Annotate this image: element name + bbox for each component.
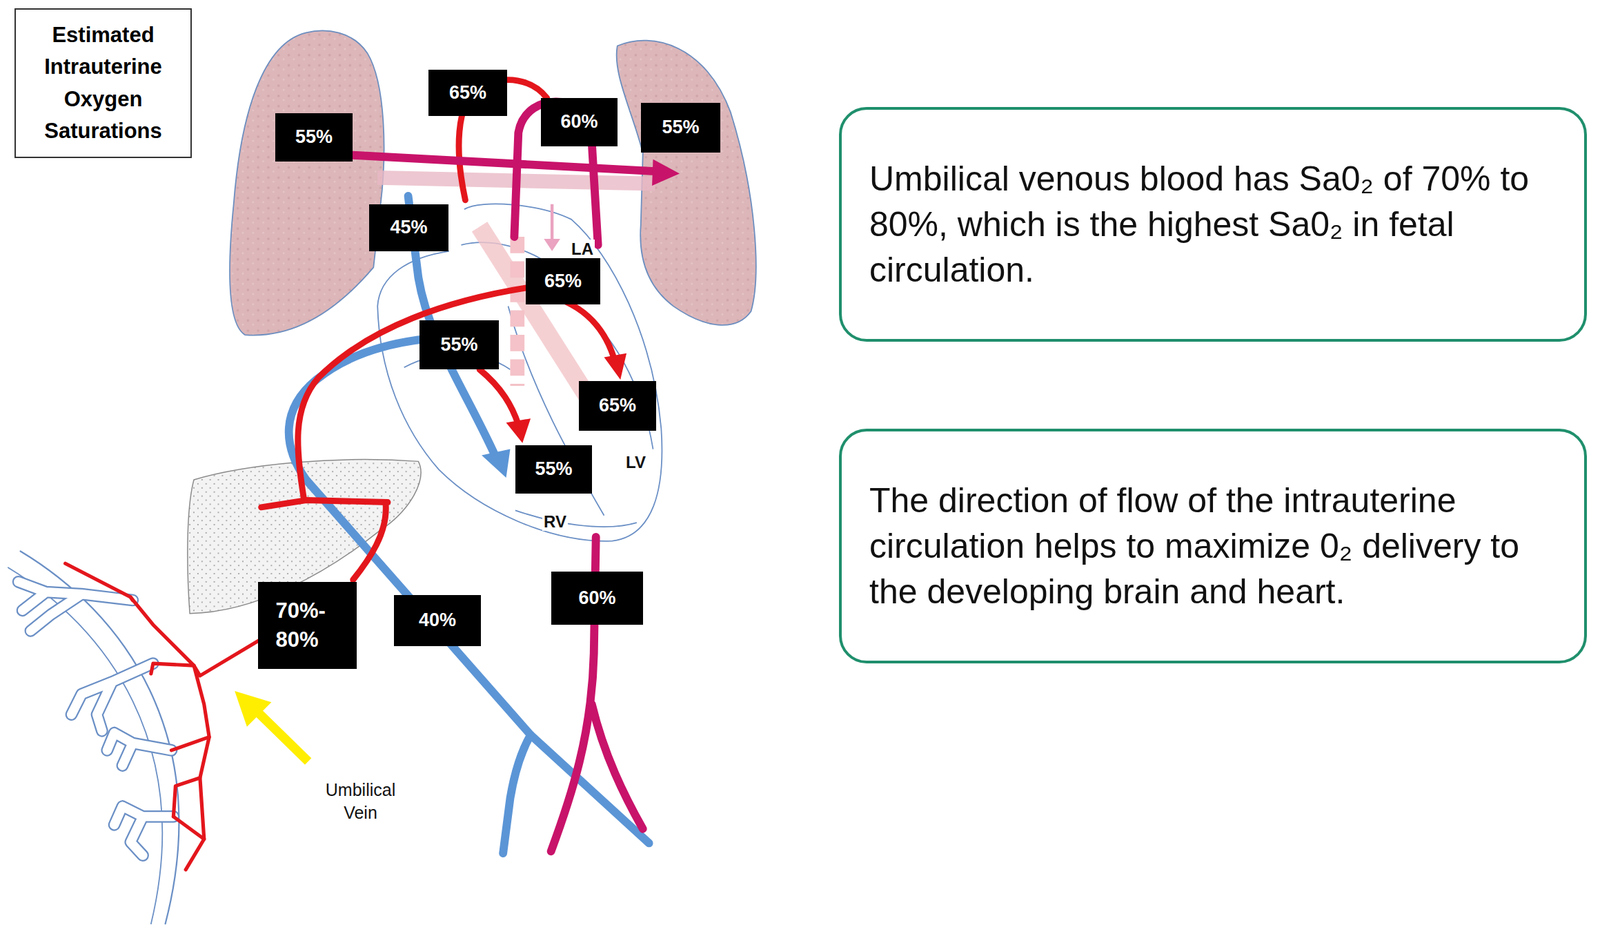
venous-vessels-part [502,734,531,854]
placenta-part-part [173,777,200,817]
saturation-box: 55% [515,445,592,494]
part-label-text: LV [624,452,648,472]
pointer-arrow [234,690,308,762]
placenta-part-part [65,563,210,870]
part-label: LA [569,238,595,260]
saturation-value: 55% [440,333,478,357]
oxygenated-vessels [261,80,627,580]
part-label-text: Umbilical Vein [313,778,408,824]
placenta-part [20,550,180,924]
saturation-value: 45% [389,215,428,240]
saturation-value: 55% [295,125,333,150]
saturation-value: 60% [560,110,598,134]
diagram-title: Estimated Intrauterine Oxygen Saturation… [22,19,184,148]
mixed-vessels-part [353,155,659,172]
lung-shapes-part [229,30,385,335]
saturation-value: 60% [578,586,616,610]
note-box: The direction of flow of the intrauterin… [838,428,1587,664]
saturation-box: 60% [551,571,644,625]
placenta-part-part [193,638,262,676]
saturation-value: 65% [449,81,487,105]
saturation-value: 40% [418,608,457,632]
mixed-vessels [353,101,680,851]
heart-outline [377,203,662,541]
oxygenated-vessels-part [261,500,388,508]
placenta-part-part [71,663,154,731]
placenta-part-part [106,732,172,766]
oxygenated-vessels-part [298,287,527,501]
placenta-part-part [71,663,154,731]
part-label-text: RV [542,511,568,531]
saturation-box: 55% [275,113,353,162]
part-label-text: LA [569,239,595,259]
placenta-part-part [106,732,172,766]
shunt-streams-part [543,238,561,252]
saturation-value: 70%- 80% [275,596,340,655]
oxygenated-vessels-part [506,418,531,443]
mixed-vessels-part [591,703,644,828]
oxygenated-vessels-part [353,503,387,579]
saturation-box: 40% [393,594,481,646]
oxygenated-vessels-part [604,353,628,380]
placenta-part [65,563,262,870]
saturation-box: 55% [419,320,499,370]
note-box: Umbilical venous blood has Sa0₂ of 70% t… [838,106,1587,342]
pointer-arrow-part [257,711,309,762]
placenta-part-part [114,805,174,855]
oxygenated-vessels-part [479,369,519,425]
saturation-box: 55% [640,102,721,153]
pointer-arrow-part [234,690,272,727]
mixed-vessels-part [652,159,680,186]
part-label: RV [542,510,568,532]
saturation-box: 65% [428,69,508,116]
saturation-value: 55% [534,457,572,481]
part-label: LV [624,451,648,473]
saturation-box: 65% [578,380,657,431]
placenta-part-part [114,805,174,855]
venous-vessels-part [481,449,510,478]
heart-outline-part [515,509,637,527]
saturation-value: 65% [598,393,637,418]
placenta-part-part [151,663,194,674]
saturation-value: 65% [544,269,582,294]
shunt-streams-part [509,236,525,386]
placenta-part-part [130,596,133,600]
note-text: The direction of flow of the intrauterin… [869,477,1560,615]
placenta [8,550,262,924]
saturation-box: 45% [369,204,449,252]
venous-vessels [289,195,650,853]
saturation-value: 55% [661,115,699,140]
heart-outline-part [377,203,662,541]
note-text: Umbilical venous blood has Sa0₂ of 70% t… [869,155,1560,293]
saturation-box: 60% [540,97,618,147]
placenta-part-part [173,816,204,839]
saturation-box: 70%- 80% [258,581,357,669]
saturation-box: 65% [525,258,601,305]
lung-shapes [229,30,757,335]
part-label: Umbilical Vein [313,778,408,824]
title-box: Estimated Intrauterine Oxygen Saturation… [14,8,192,158]
shunt-streams-part [550,204,554,241]
placenta-part-part [171,736,210,750]
